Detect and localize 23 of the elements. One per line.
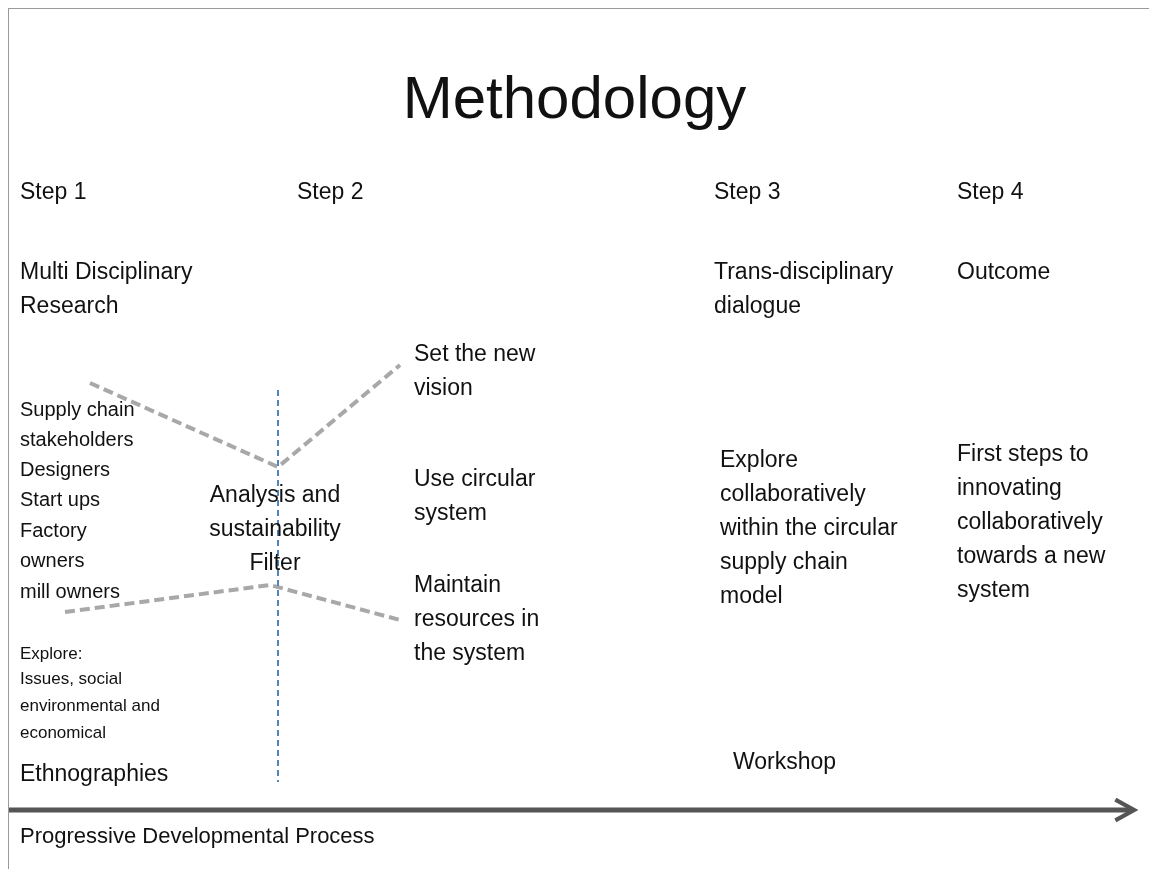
text-label: Workshop [733, 747, 837, 776]
text-label: Outcome [957, 257, 1051, 286]
text-label: Trans-disciplinary dialogue [714, 257, 895, 320]
text-label: Start ups [20, 487, 102, 512]
title: Methodology [401, 63, 748, 133]
text-label: Supply chain stakeholders [20, 397, 136, 452]
text-label: Progressive Developmental Process [20, 822, 375, 850]
text-label: Maintain resources in the system [414, 570, 541, 667]
text-label: Explore collaboratively within the circular supply chain model [720, 445, 899, 610]
text-label: Step 3 [714, 177, 781, 206]
text-label: Analysis and sustainability Filter [208, 480, 342, 577]
text-label: Issues, social environmental and economical [20, 668, 160, 744]
text-label: First steps to innovating collaboratively towards a new system [957, 439, 1107, 604]
text-label: mill owners [20, 579, 122, 604]
text-label: Multi Disciplinary Research [20, 257, 194, 320]
text-label: Step 1 [20, 177, 87, 206]
text-label: Step 4 [957, 177, 1024, 206]
text-label: Use circular system [414, 464, 537, 527]
text-label: Explore: [20, 643, 83, 665]
text-label: Designers [20, 457, 112, 482]
text-label: Set the new vision [414, 339, 537, 402]
text-label: Ethnographies [20, 759, 169, 788]
text-label: Step 2 [297, 177, 364, 206]
